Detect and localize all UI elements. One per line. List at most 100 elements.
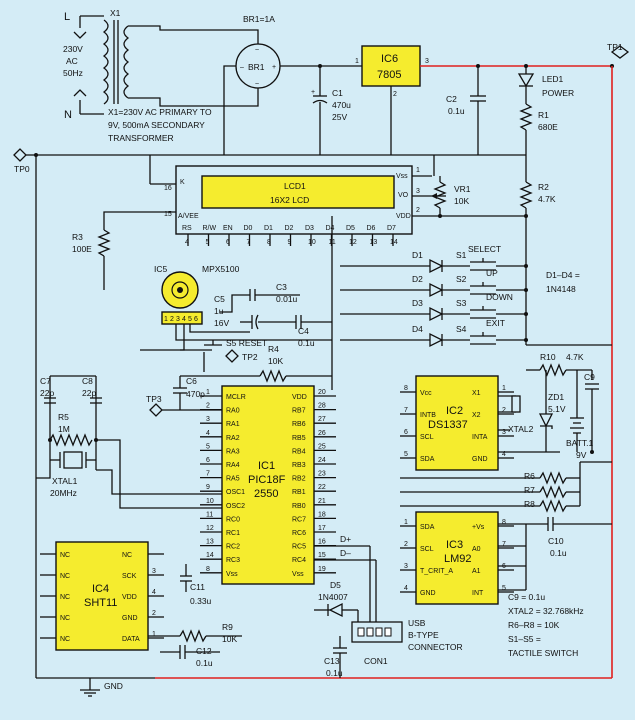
humid-right-num: 2 bbox=[152, 610, 156, 617]
mcu-left-num: 11 bbox=[206, 511, 213, 518]
rtc-ref: IC2 bbox=[446, 405, 463, 417]
zd1-ref: ZD1 bbox=[548, 392, 564, 402]
temp-right-num: 8 bbox=[502, 519, 506, 526]
humid-part: SHT11 bbox=[84, 597, 117, 609]
tp1-label: TP1 bbox=[607, 42, 623, 52]
r1-val: 680E bbox=[538, 122, 558, 132]
mcu-right-pin: RB7 bbox=[292, 408, 306, 415]
svg-text:VO: VO bbox=[398, 192, 409, 199]
mcu-right-num: 19 bbox=[318, 566, 326, 573]
svg-text:2: 2 bbox=[416, 207, 420, 214]
c12-val: 0.1u bbox=[196, 658, 213, 668]
lcd-pin-num: 9 bbox=[288, 239, 292, 246]
switch-name[interactable]: EXIT bbox=[486, 318, 505, 328]
humid-left-pin: NC bbox=[60, 573, 70, 580]
temp-left-num: 1 bbox=[404, 519, 408, 526]
humid-left-pin: NC bbox=[60, 594, 70, 601]
mcu-right-pin: RB3 bbox=[292, 462, 306, 469]
c6-val: 470p bbox=[186, 389, 205, 399]
mcu-part: PIC18F bbox=[248, 474, 286, 486]
led-label: POWER bbox=[542, 88, 574, 98]
diode-note-2: 1N4148 bbox=[546, 284, 576, 294]
switch-name[interactable]: SELECT bbox=[468, 244, 501, 254]
lcd-pin-label: D4 bbox=[326, 225, 335, 232]
temp-part: LM92 bbox=[444, 553, 472, 565]
svg-text:6: 6 bbox=[194, 316, 198, 323]
bridge-ref: BR1=1A bbox=[243, 14, 275, 24]
svg-text:3: 3 bbox=[416, 188, 420, 195]
lcd-pin-label: D7 bbox=[387, 225, 396, 232]
lcd-pin-label: D1 bbox=[264, 225, 273, 232]
switch-ref: S4 bbox=[456, 324, 467, 334]
rtc-left-pin: INTB bbox=[420, 412, 436, 419]
mcu-right-num: 28 bbox=[318, 403, 326, 410]
r5-val: 1M bbox=[58, 424, 70, 434]
r4-val: 10K bbox=[268, 356, 283, 366]
r10-val: 4.7K bbox=[566, 352, 584, 362]
r9-val: 10K bbox=[222, 634, 237, 644]
mcu-part2: 2550 bbox=[254, 488, 278, 500]
lcd-pin-label: D6 bbox=[367, 225, 376, 232]
note-1: C9 = 0.1u bbox=[508, 592, 545, 602]
diode-ref: D4 bbox=[412, 324, 423, 334]
temp-right-pin: A0 bbox=[472, 546, 481, 553]
lcd-pin-num: 5 bbox=[206, 239, 210, 246]
r6-ref: R6 bbox=[524, 471, 535, 481]
temp-right-num: 7 bbox=[502, 541, 506, 548]
mcu-right-num: 22 bbox=[318, 484, 326, 491]
mcu-left-num: 4 bbox=[206, 430, 210, 437]
mcu-left-num: 9 bbox=[206, 484, 210, 491]
xtal2-ref: XTAL2 bbox=[508, 424, 534, 434]
capacitors-c3-c4-c5: C3 0.01u C5 1u 16V C4 0.1u bbox=[214, 216, 333, 390]
zd1-val: 5.1V bbox=[548, 404, 566, 414]
rtc-left-pin: SCL bbox=[420, 434, 434, 441]
c3-ref: C3 bbox=[276, 282, 287, 292]
c1-val-2: 25V bbox=[332, 112, 347, 122]
lcd-pin-num: 14 bbox=[390, 239, 398, 246]
rtc-left-num: 8 bbox=[404, 385, 408, 392]
mcu-left-num: 3 bbox=[206, 416, 210, 423]
temperature-sensor-ic3: IC3 LM92 SDA1SCL2T_CRIT_A3GND4+Vs8A07A16… bbox=[400, 511, 612, 605]
switch-name[interactable]: DOWN bbox=[486, 292, 513, 302]
rtc-left-pin: SDA bbox=[420, 456, 435, 463]
mcu-left-num: 6 bbox=[206, 457, 210, 464]
rtc-right-num: 2 bbox=[502, 407, 506, 414]
mcu-left-pin: RA5 bbox=[226, 476, 240, 483]
mcu-right-pin: Vss bbox=[292, 571, 304, 578]
mains-rating-1: 230V bbox=[63, 44, 83, 54]
svg-text:~: ~ bbox=[255, 81, 259, 88]
r1-ref: R1 bbox=[538, 110, 549, 120]
humid-right-pin: DATA bbox=[122, 636, 140, 643]
resistor-r2: R2 4.7K bbox=[519, 155, 556, 345]
reset-ref: S5 RESET bbox=[226, 338, 267, 348]
temp-ref: IC3 bbox=[446, 539, 463, 551]
tp0-label: TP0 bbox=[14, 164, 30, 174]
switch-name[interactable]: UP bbox=[486, 268, 498, 278]
mcu-right-pin: RB1 bbox=[292, 489, 306, 496]
switch-ref: S1 bbox=[456, 250, 467, 260]
usb-label-2: B-TYPE bbox=[408, 630, 439, 640]
diode-ref: D1 bbox=[412, 250, 423, 260]
c3-val: 0.01u bbox=[276, 294, 298, 304]
rtc-part: DS1337 bbox=[428, 419, 468, 431]
mcu-left-num: 13 bbox=[206, 539, 214, 546]
lcd-pin-label: D0 bbox=[244, 225, 253, 232]
svg-text:5: 5 bbox=[188, 316, 192, 323]
note-2: XTAL2 = 32.768kHz bbox=[508, 606, 584, 616]
mcu-right-num: 17 bbox=[318, 525, 326, 532]
mcu-left-pin: Vss bbox=[226, 571, 238, 578]
svg-text:2: 2 bbox=[393, 91, 397, 98]
svg-text:A/VEE: A/VEE bbox=[178, 213, 199, 220]
diode-ref: D2 bbox=[412, 274, 423, 284]
svg-text:1: 1 bbox=[164, 316, 168, 323]
svg-text:~: ~ bbox=[255, 47, 259, 54]
mcu-right-num: 16 bbox=[318, 539, 326, 546]
mcu-right-num: 21 bbox=[318, 498, 326, 505]
led-power: LED1 POWER R1 680E bbox=[517, 66, 574, 155]
mcu-right-pin: RB0 bbox=[292, 503, 306, 510]
c13-val: 0.1u bbox=[326, 668, 343, 678]
humid-right-num: 1 bbox=[152, 631, 156, 638]
rtc-right-pin: GND bbox=[472, 456, 488, 463]
mcu-left-pin: RC0 bbox=[226, 516, 240, 523]
humid-right-num: 4 bbox=[152, 589, 156, 596]
